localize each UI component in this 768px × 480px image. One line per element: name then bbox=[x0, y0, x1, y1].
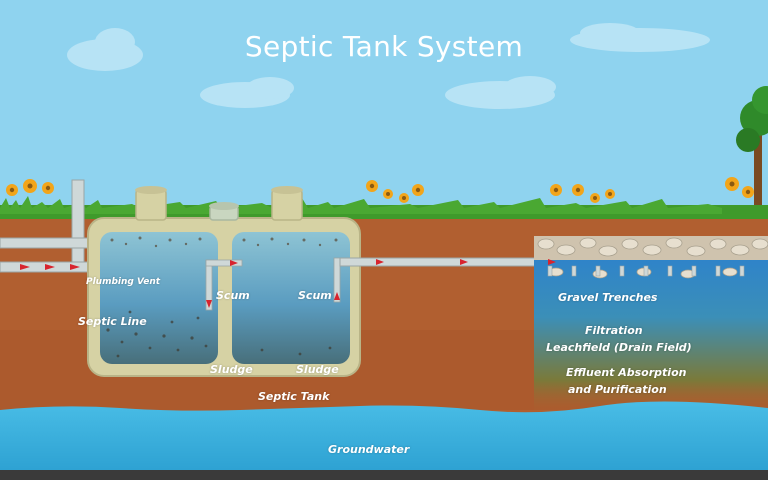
tree bbox=[736, 86, 768, 205]
label-plumbing-vent: Plumbing Vent bbox=[86, 277, 161, 287]
label-scum-right: Scum bbox=[298, 289, 332, 302]
septic-tank bbox=[87, 186, 361, 377]
label-groundwater: Groundwater bbox=[328, 443, 410, 456]
flow-arrows bbox=[20, 259, 556, 308]
leachfield bbox=[534, 236, 768, 416]
diagram-title: Septic Tank System bbox=[244, 30, 524, 63]
grass bbox=[0, 196, 768, 219]
label-filtration: Filtration bbox=[585, 324, 643, 337]
label-purification: and Purification bbox=[568, 383, 667, 396]
label-leachfield: Leachfield (Drain Field) bbox=[546, 341, 692, 354]
label-scum-left: Scum bbox=[216, 289, 250, 302]
label-septic-tank: Septic Tank bbox=[258, 390, 330, 403]
groundwater bbox=[0, 401, 768, 480]
clouds bbox=[67, 23, 710, 109]
label-sludge-left: Sludge bbox=[210, 363, 253, 376]
label-septic-line: Septic Line bbox=[78, 315, 147, 328]
label-gravel-trenches: Gravel Trenches bbox=[558, 291, 658, 304]
label-sludge-right: Sludge bbox=[296, 363, 339, 376]
flowers bbox=[6, 177, 754, 203]
label-effluent-absorption: Effluent Absorption bbox=[566, 366, 687, 379]
